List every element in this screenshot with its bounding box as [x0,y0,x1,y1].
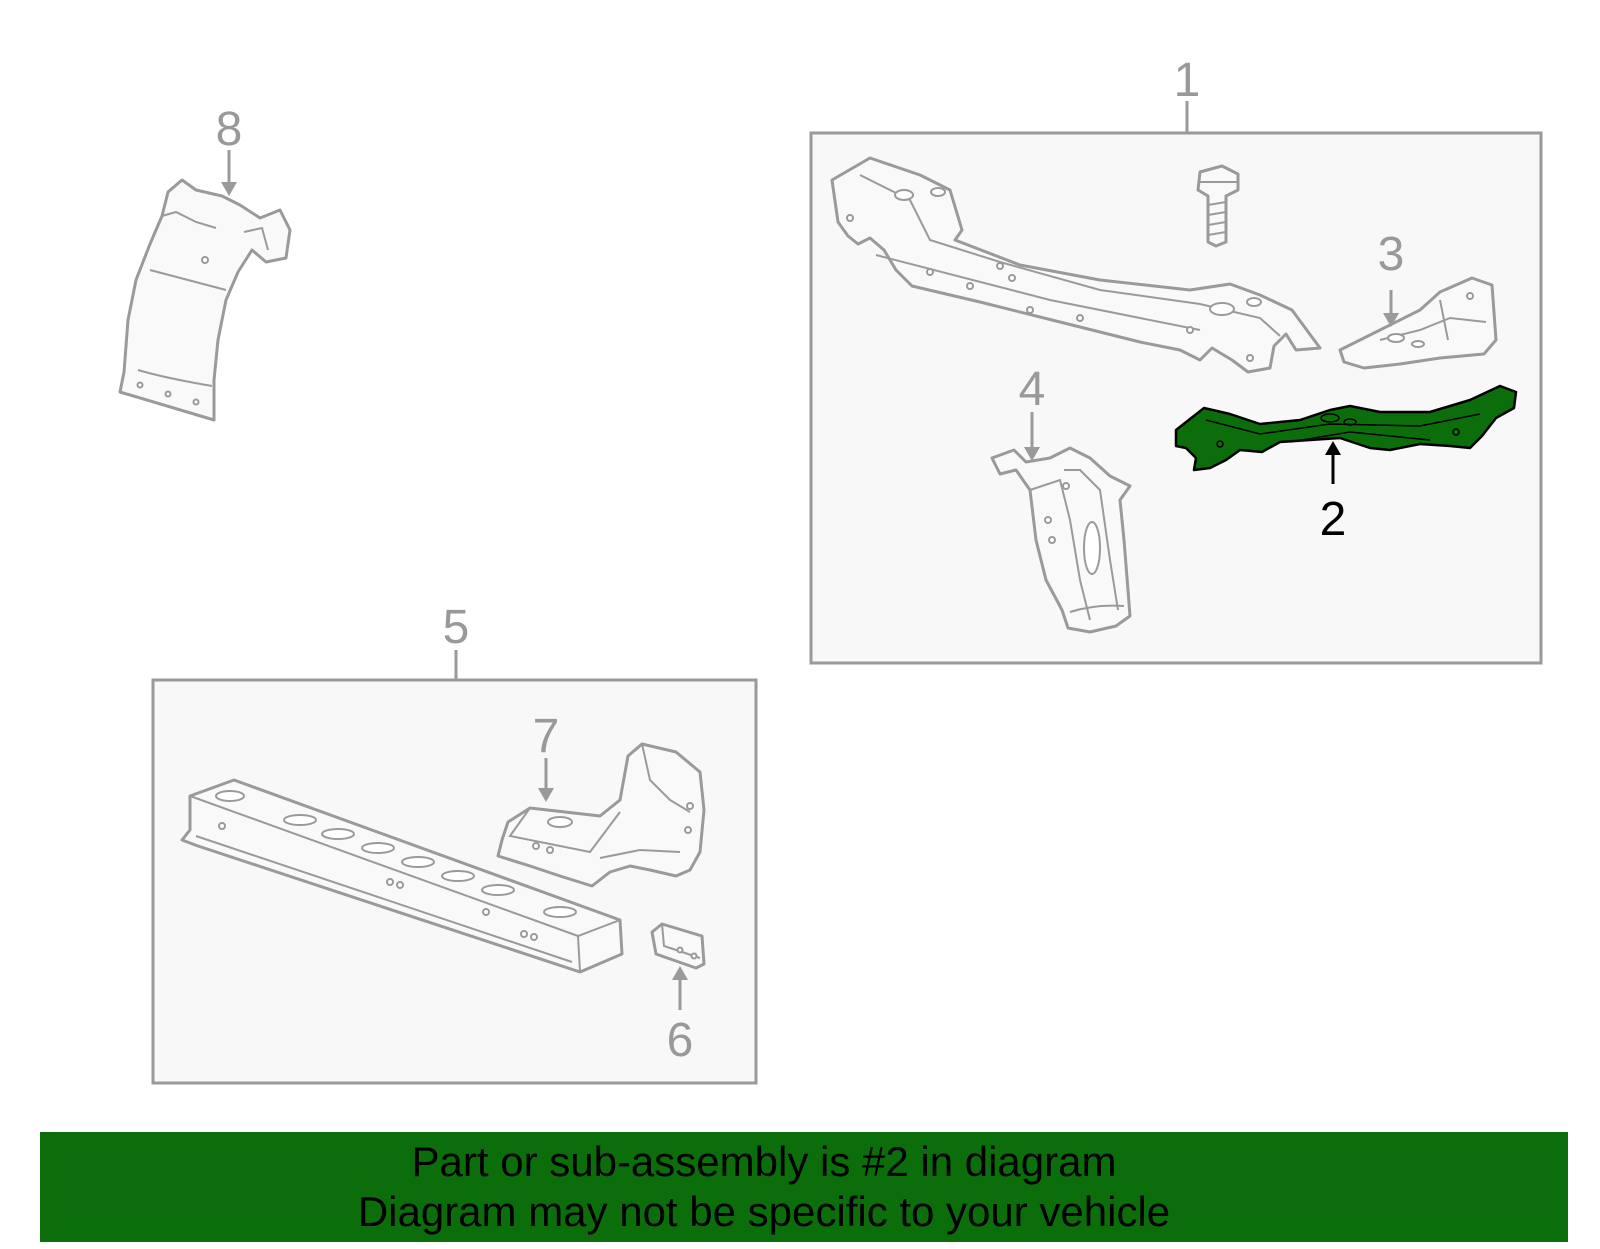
callout-4: 4 [1019,363,1046,416]
callout-1: 1 [1174,54,1201,107]
callout-3: 3 [1378,228,1405,281]
callout-7: 7 [533,710,560,763]
callout-2: 2 [1320,493,1347,546]
leader-6-arrowhead [672,966,688,980]
part-2-lower-tie-bar-highlighted [1174,384,1518,472]
banner-line-1: Part or sub-assembly is #2 in diagram [411,1138,1117,1185]
leader-7-arrowhead [538,788,554,802]
callout-5: 5 [443,601,470,654]
leader-3-arrowhead [1383,313,1399,327]
leader-2-arrowhead [1325,441,1341,455]
banner-line-2: Diagram may not be specific to your vehi… [357,1188,1171,1235]
part-4-bracket [990,446,1132,634]
info-banner-background [40,1132,1568,1242]
lower-beam [180,778,624,974]
callout-8: 8 [216,103,243,156]
part-6-clip [650,922,706,970]
part-7-bracket [496,742,706,888]
leader-4-arrowhead [1024,447,1040,461]
part-3-bracket [1338,276,1498,370]
info-banner: Part or sub-assembly is #2 in diagram Di… [40,1132,1568,1242]
callout-6: 6 [667,1014,694,1067]
upper-tie-bar [830,156,1322,374]
bolt [1196,164,1240,248]
leader-8-arrowhead [221,182,237,196]
part-8-bracket [118,178,292,422]
